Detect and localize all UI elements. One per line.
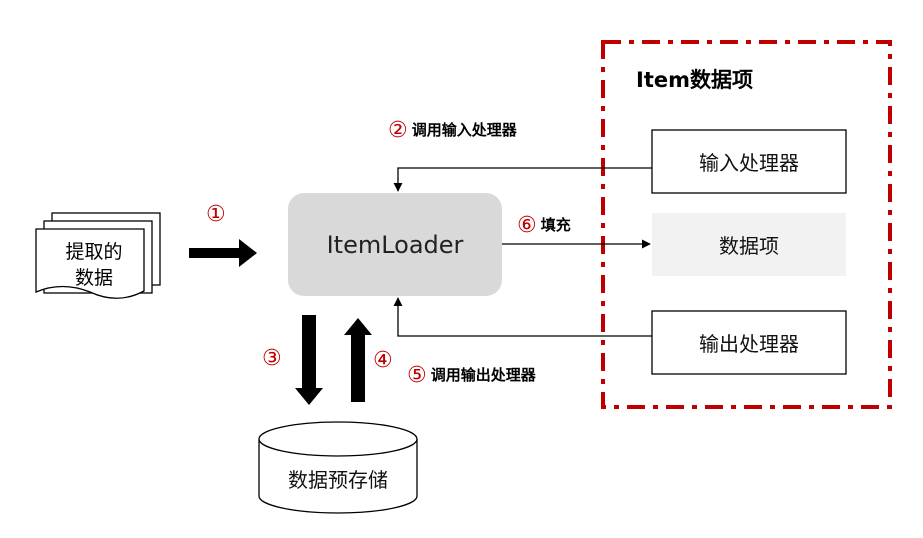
source-text-line1: 提取的	[65, 241, 123, 263]
step-4-number: ④	[373, 348, 393, 373]
arrow-1	[189, 239, 257, 267]
step-2-number: ②	[388, 118, 408, 143]
arrow-up-4	[344, 318, 372, 402]
input-connector	[393, 167, 652, 192]
source-text-line2: 数据	[74, 267, 113, 289]
step-5-number: ⑤	[407, 363, 427, 388]
data-item-box	[652, 213, 846, 276]
step-3-number: ③	[262, 346, 282, 371]
arrow-down-3	[295, 315, 323, 405]
step-2-text: 调用输入处理器	[411, 121, 517, 139]
item-loader-box	[288, 193, 502, 296]
item-panel-title: Item数据项	[636, 68, 753, 92]
item-loader-label: ItemLoader	[326, 230, 464, 259]
item-panel-border	[601, 40, 892, 409]
input-processor-box	[651, 129, 847, 194]
step-6-text: 填充	[540, 216, 571, 234]
input-processor-label: 输入处理器	[699, 151, 799, 175]
output-processor-label: 输出处理器	[699, 332, 799, 356]
step-5-text: 调用输出处理器	[430, 366, 536, 384]
step-6-number: ⑥	[517, 213, 537, 238]
data-item-label: 数据项	[719, 234, 779, 258]
output-processor-box	[651, 310, 847, 375]
output-connector	[393, 297, 652, 337]
document-stack-icon	[35, 212, 161, 299]
step-1-number: ①	[206, 202, 226, 227]
storage-label: 数据预存储	[288, 467, 388, 492]
storage-cylinder	[258, 421, 418, 514]
